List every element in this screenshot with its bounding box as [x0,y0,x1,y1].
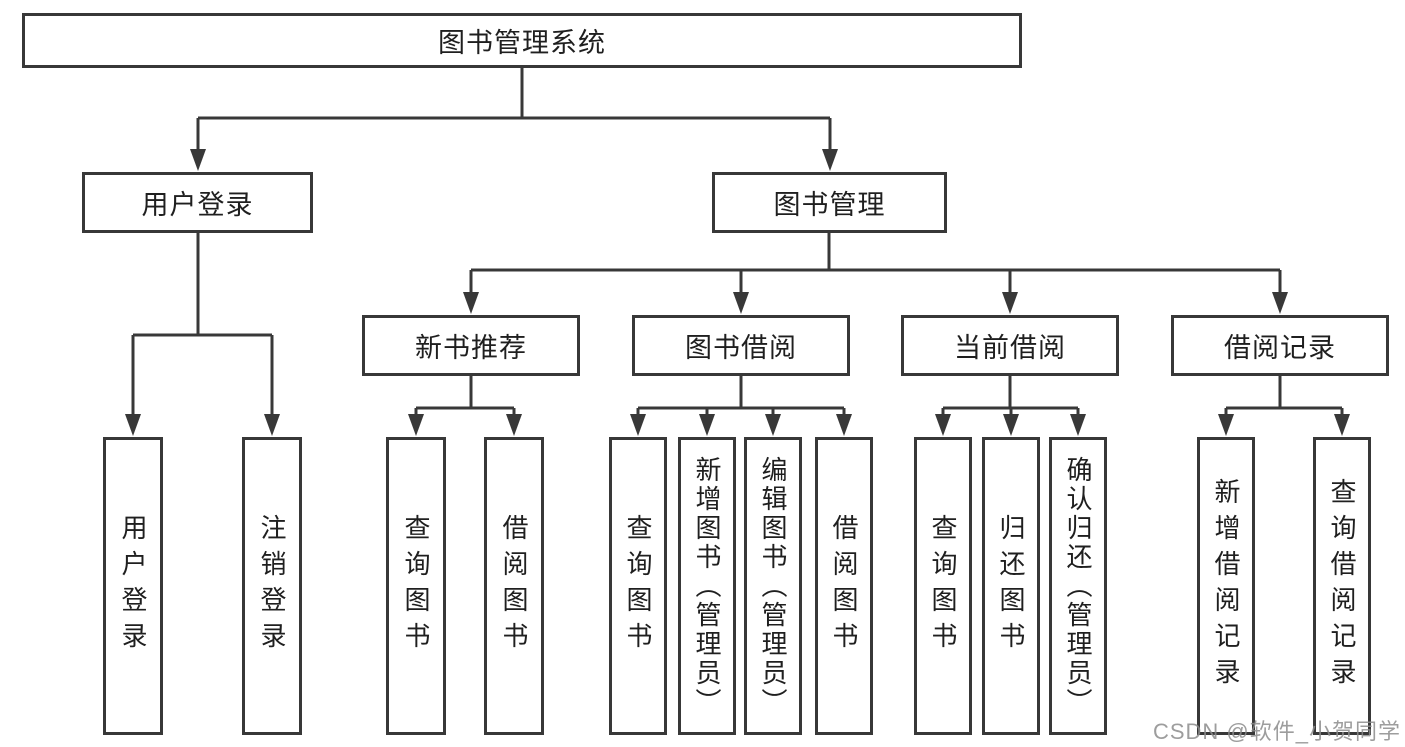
node-label: 图书管理 [773,190,886,220]
node-label: 借阅记录 [1224,333,1336,363]
leaf-label: 归还图书 [996,514,1026,658]
leaf-confirm-return-admin: 确认归还（管理员） [1049,437,1107,735]
node-user-login: 用户登录 [82,172,313,233]
leaf-query-books-3: 查询图书 [914,437,972,735]
leaf-label: 新增图书（管理员） [692,455,722,717]
leaf-add-book-admin: 新增图书（管理员） [678,437,736,735]
leaf-edit-book-admin: 编辑图书（管理员） [744,437,802,735]
leaf-label: 注销登录 [257,514,287,658]
leaf-label: 查询图书 [401,514,431,658]
leaf-query-books-1: 查询图书 [386,437,446,735]
node-current-borrowing: 当前借阅 [901,315,1119,376]
leaf-query-borrow-record: 查询借阅记录 [1313,437,1371,735]
node-label: 图书借阅 [685,333,797,363]
leaf-label: 新增借阅记录 [1211,478,1241,694]
leaf-label: 确认归还（管理员） [1063,455,1093,717]
leaf-label: 借阅图书 [499,514,529,658]
node-label: 用户登录 [141,190,254,220]
node-new-book-recommendation: 新书推荐 [362,315,580,376]
leaf-label: 查询借阅记录 [1327,478,1357,694]
leaf-logout: 注销登录 [242,437,302,735]
csdn-watermark: CSDN @软件_小贺同学 [1152,719,1401,744]
node-book-management: 图书管理 [712,172,947,233]
leaf-user-login: 用户登录 [103,437,163,735]
node-label: 新书推荐 [415,333,527,363]
leaf-label: 借阅图书 [829,514,859,658]
node-book-borrowing: 图书借阅 [632,315,850,376]
node-library-management-system: 图书管理系统 [22,13,1022,68]
leaf-label: 编辑图书（管理员） [758,455,788,717]
leaf-add-borrow-record: 新增借阅记录 [1197,437,1255,735]
node-label: 当前借阅 [954,333,1066,363]
leaf-borrow-books-2: 借阅图书 [815,437,873,735]
leaf-label: 查询图书 [623,514,653,658]
leaf-query-books-2: 查询图书 [609,437,667,735]
leaf-label: 用户登录 [118,514,148,658]
leaf-borrow-books-1: 借阅图书 [484,437,544,735]
node-borrowing-records: 借阅记录 [1171,315,1389,376]
leaf-label: 查询图书 [928,514,958,658]
node-label: 图书管理系统 [438,28,606,58]
leaf-return-books: 归还图书 [982,437,1040,735]
